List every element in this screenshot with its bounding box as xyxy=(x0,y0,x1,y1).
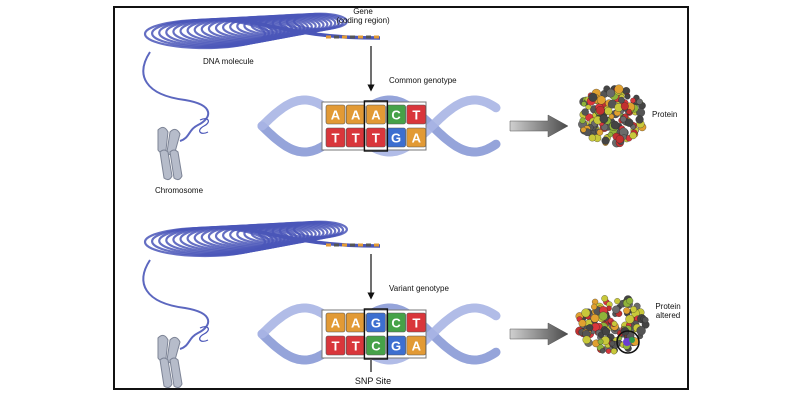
variant-base-letter: G xyxy=(371,316,381,331)
common-chromosome-icon xyxy=(157,126,183,181)
common-base-bottom-2 xyxy=(366,127,386,148)
common-base-top-0 xyxy=(325,104,346,125)
variant-protein-structure-icon xyxy=(575,295,650,355)
common-base-bottom-4 xyxy=(406,127,427,148)
variant-base-letter: C xyxy=(371,339,381,354)
variant-base-top-2 xyxy=(366,312,386,333)
variant-base-bottom-4 xyxy=(406,335,427,356)
gene-label: Gene (coding region) xyxy=(336,7,390,25)
dna-molecule-label: DNA molecule xyxy=(203,57,254,66)
common-base-bottom-1 xyxy=(345,127,366,148)
common-base-top-2 xyxy=(366,104,386,125)
common-base-letter: C xyxy=(391,108,401,123)
variant-genotype-label: Variant genotype xyxy=(389,284,449,293)
variant-base-bottom-3 xyxy=(386,335,406,356)
common-base-letter: A xyxy=(412,131,422,146)
variant-base-letter: C xyxy=(391,316,401,331)
common-base-letter: T xyxy=(352,131,360,146)
common-base-top-3 xyxy=(386,104,406,125)
common-base-letter: A xyxy=(351,108,361,123)
variant-base-letter: T xyxy=(332,339,340,354)
variant-base-letter: A xyxy=(412,339,422,354)
variant-right-arrow-icon xyxy=(509,322,569,346)
common-right-arrow-icon xyxy=(509,114,569,138)
common-base-bottom-0 xyxy=(325,127,346,148)
common-base-letter: T xyxy=(412,108,420,123)
variant-altered-site-marker xyxy=(616,330,640,354)
variant-highlight-box xyxy=(363,308,389,360)
common-base-letter: T xyxy=(332,131,340,146)
common-base-top-1 xyxy=(345,104,366,125)
variant-base-letter: A xyxy=(331,316,341,331)
common-dna-coil-icon xyxy=(142,12,381,142)
variant-base-letter: A xyxy=(351,316,361,331)
chromosome-label: Chromosome xyxy=(155,186,204,195)
common-highlight-box xyxy=(363,100,389,152)
common-base-top-4 xyxy=(406,104,427,125)
common-genotype-label: Common genotype xyxy=(389,76,457,85)
variant-base-bottom-1 xyxy=(345,335,366,356)
common-base-letter: G xyxy=(391,131,401,146)
common-protein-structure-icon xyxy=(578,84,647,148)
common-base-bottom-3 xyxy=(386,127,406,148)
common-base-letter: A xyxy=(331,108,341,123)
variant-base-letter: T xyxy=(412,316,420,331)
variant-base-top-0 xyxy=(325,312,346,333)
common-base-letter: T xyxy=(372,131,380,146)
snp-site-label: SNP Site xyxy=(354,376,392,386)
variant-base-letter: T xyxy=(352,339,360,354)
variant-base-top-3 xyxy=(386,312,406,333)
variant-base-bottom-2 xyxy=(366,335,386,356)
variant-base-letter: G xyxy=(391,339,401,354)
variant-base-bottom-0 xyxy=(325,335,346,356)
protein-label: Protein xyxy=(652,110,678,119)
protein-altered-label: Protein altered xyxy=(655,302,681,320)
variant-base-top-1 xyxy=(345,312,366,333)
variant-chromosome-icon xyxy=(157,334,183,389)
common-base-letter: A xyxy=(371,108,381,123)
variant-base-top-4 xyxy=(406,312,427,333)
variant-dna-coil-icon xyxy=(142,220,381,350)
